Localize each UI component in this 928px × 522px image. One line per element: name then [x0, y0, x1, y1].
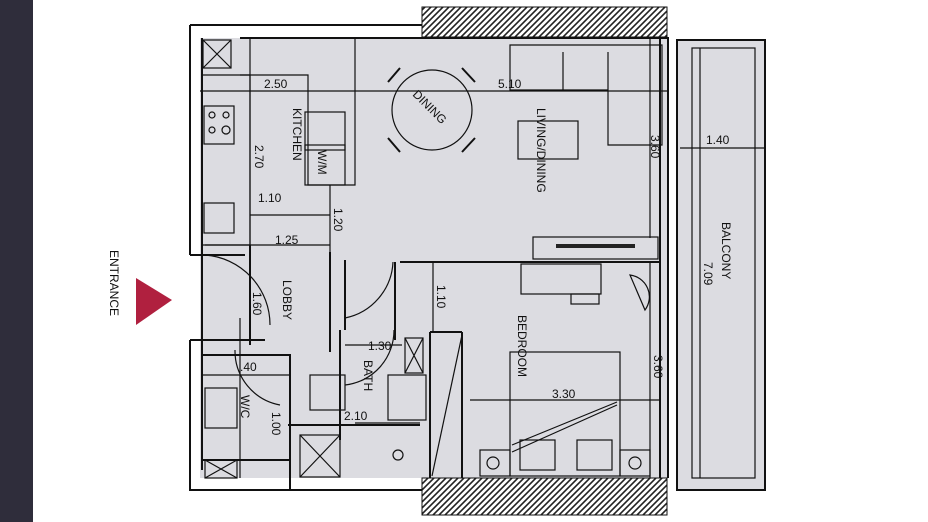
dim-kitchen-length: 2.70	[252, 145, 266, 169]
dim-bedroom-width: 3.30	[552, 387, 576, 401]
dim-living-width: 5.10	[498, 77, 522, 91]
dim-bedroom-depth: 3.60	[651, 355, 665, 379]
label-bedroom: BEDROOM	[515, 315, 529, 377]
dim-bedroom-passage: 1.10	[434, 285, 448, 309]
walls	[189, 24, 766, 491]
top-hatched-wall	[421, 6, 668, 38]
label-wm: W/M	[315, 150, 329, 175]
label-balcony: BALCONY	[719, 222, 733, 279]
dim-living-depth: 3.60	[648, 135, 662, 159]
entrance-arrow-icon	[136, 278, 172, 325]
bottom-hatched-wall	[421, 477, 668, 516]
dim-wc-length: 1.00	[269, 412, 283, 436]
label-lobby: LOBBY	[280, 280, 294, 320]
dim-balcony-width: 1.40	[706, 133, 730, 147]
dim-kitchen-counter: 1.10	[258, 191, 282, 205]
dim-lobby-length: 1.60	[250, 292, 264, 316]
label-living-dining: LIVING/DINING	[534, 108, 548, 193]
dim-balcony-length: 7.09	[701, 262, 715, 286]
kitchen-hood-box	[202, 39, 232, 69]
label-kitchen: KITCHEN	[290, 108, 304, 161]
dim-lobby-width: 1.25	[275, 233, 299, 247]
dim-bath-door: 1.30	[368, 339, 392, 353]
dim-kitchen-width: 2.50	[264, 77, 288, 91]
left-dark-bar	[0, 0, 33, 522]
label-wc: W/C	[238, 395, 252, 419]
dim-wc-width: .40	[240, 360, 257, 374]
dim-bath-width: 2.10	[344, 409, 368, 423]
dim-passage: 1.20	[331, 208, 345, 232]
label-bath: BATH	[361, 360, 375, 391]
label-entrance: ENTRANCE	[107, 250, 121, 316]
